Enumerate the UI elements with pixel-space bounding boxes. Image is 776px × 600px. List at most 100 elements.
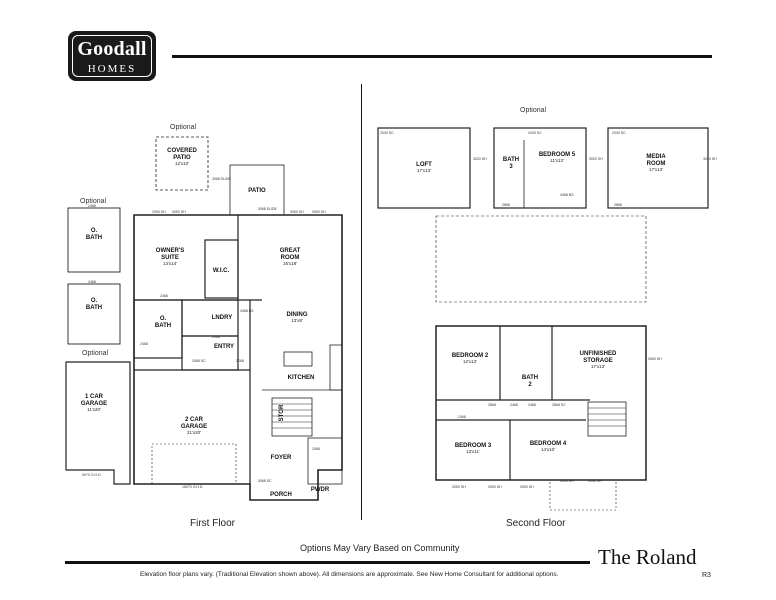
door-code: 16070 O.H.D. bbox=[182, 485, 203, 489]
room-label: UNFINISHED bbox=[580, 351, 617, 357]
door-code: 2868 bbox=[488, 403, 496, 407]
room-label: DINING bbox=[287, 312, 308, 318]
room-dimension: 17'x13' bbox=[417, 168, 431, 173]
window-code: 3050 SH bbox=[520, 485, 534, 489]
door-code: 2068 bbox=[236, 359, 244, 363]
window-code: 3050 SH bbox=[290, 210, 304, 214]
room-label: STOR bbox=[279, 404, 285, 421]
second-floor-walls bbox=[377, 127, 709, 511]
goodall-homes-logo: Goodall HOMES bbox=[68, 31, 156, 81]
media-room-outline bbox=[607, 127, 709, 209]
door-code: 2068 bbox=[312, 447, 320, 451]
room-dimension: 12'x10' bbox=[175, 161, 189, 166]
garage-door-swing bbox=[151, 443, 237, 485]
room-label: PATIO bbox=[248, 188, 266, 194]
header-rule bbox=[172, 55, 712, 58]
optional-label: Optional bbox=[170, 124, 197, 131]
optional-label: Optional bbox=[82, 350, 109, 357]
room-label: BATH bbox=[155, 323, 171, 329]
door-code: 2468 bbox=[458, 415, 466, 419]
room-label: O. bbox=[160, 316, 167, 322]
room-label: OWNER'S bbox=[156, 248, 184, 254]
owner-bath-walls bbox=[133, 299, 183, 359]
kitchen-counter bbox=[329, 344, 343, 391]
room-dimension: 17'x13' bbox=[649, 167, 663, 172]
door-code: 2868 SC bbox=[552, 403, 566, 407]
door-code: 3068 SC bbox=[258, 479, 272, 483]
room-dimension: 11'x13' bbox=[550, 158, 564, 163]
window-code: 2030 SH bbox=[560, 479, 574, 483]
room-label: BATH bbox=[522, 375, 538, 381]
optional-bath-2-outline bbox=[67, 283, 121, 345]
room-label: 1 CAR bbox=[85, 394, 104, 400]
plan-title: The Roland bbox=[598, 545, 697, 569]
wic-walls bbox=[204, 239, 239, 299]
door-code: 2468 bbox=[140, 342, 148, 346]
door-code: 2868 bbox=[502, 203, 510, 207]
door-code: 2468 bbox=[528, 403, 536, 407]
door-code: 3068 SLIDE bbox=[212, 177, 232, 181]
door-code: 2868 bbox=[614, 203, 622, 207]
room-label: PATIO bbox=[173, 155, 191, 161]
optional-bath-1-outline bbox=[67, 207, 121, 273]
window-code: 3020 SH bbox=[703, 157, 717, 161]
room-label: BEDROOM 5 bbox=[539, 152, 576, 158]
window-code: 2050 SH bbox=[152, 210, 166, 214]
room-label: BATH bbox=[86, 235, 102, 241]
entry-walls bbox=[181, 335, 239, 371]
stair-outline bbox=[271, 397, 313, 437]
room-label: LNDRY bbox=[212, 315, 232, 321]
room-label: 3 bbox=[509, 164, 513, 170]
window-code: 3020 SH bbox=[473, 157, 487, 161]
room-label: COVERED bbox=[167, 148, 197, 154]
room-label: KITCHEN bbox=[288, 375, 315, 381]
room-label: FOYER bbox=[271, 455, 292, 461]
logo-brand-name: Goodall bbox=[77, 38, 147, 60]
second-floor-outline bbox=[435, 325, 647, 481]
room-label: STORAGE bbox=[583, 358, 613, 364]
window-code: 3060 SH bbox=[648, 357, 662, 361]
room-label: LOFT bbox=[416, 162, 432, 168]
first-floor-label: First Floor bbox=[190, 518, 235, 529]
room-label: PORCH bbox=[270, 492, 292, 498]
room-label: PWDR bbox=[311, 487, 330, 493]
room-label: BEDROOM 3 bbox=[455, 443, 492, 449]
optional-garage-outline bbox=[65, 361, 131, 485]
window-code: 3050 SH bbox=[488, 485, 502, 489]
optional-label: Optional bbox=[520, 107, 547, 114]
room-label: SUITE bbox=[161, 255, 179, 261]
logo-brand-tagline: HOMES bbox=[87, 63, 137, 75]
window-code: 3050 SH bbox=[172, 210, 186, 214]
room-dimension: 17'x13' bbox=[591, 364, 605, 369]
door-code: 2468 bbox=[88, 280, 96, 284]
bedroom5-outline bbox=[493, 127, 587, 209]
logo-border bbox=[72, 35, 152, 77]
window-code: 2030 SC bbox=[528, 131, 542, 135]
room-label: O. bbox=[91, 228, 98, 234]
room-dimension: 13'x14' bbox=[163, 261, 177, 266]
room-dimension: 16'x18' bbox=[283, 261, 297, 266]
door-code: 2468 bbox=[510, 403, 518, 407]
room-label: GREAT bbox=[280, 248, 301, 254]
room-label: ENTRY bbox=[214, 344, 234, 350]
room-dimension: 13'x11' bbox=[466, 449, 480, 454]
lower-roof-dashed bbox=[549, 479, 617, 511]
first-floor-walls bbox=[65, 136, 343, 501]
door-code: 9070 O.H.D. bbox=[82, 473, 101, 477]
door-code: 3068 SC bbox=[192, 359, 206, 363]
door-code: 3068 SLIDE bbox=[258, 207, 278, 211]
room-label: BEDROOM 4 bbox=[530, 441, 567, 447]
disclaimer-text: Elevation floor plans vary. (Traditional… bbox=[140, 571, 559, 578]
room-label: ROOM bbox=[647, 161, 666, 167]
room-label: BEDROOM 2 bbox=[452, 353, 489, 359]
options-notice: Options May Vary Based on Community bbox=[300, 543, 460, 553]
footer-rule bbox=[65, 561, 590, 564]
door-code: 4068 BS bbox=[240, 309, 254, 313]
door-code: 2068 bbox=[212, 335, 220, 339]
window-code: 3020 SH bbox=[589, 157, 603, 161]
room-label: MEDIA bbox=[646, 154, 666, 160]
room-label: GARAGE bbox=[181, 424, 207, 430]
first-floor-outline bbox=[133, 214, 343, 501]
room-dimension: 11'x20' bbox=[87, 407, 101, 412]
